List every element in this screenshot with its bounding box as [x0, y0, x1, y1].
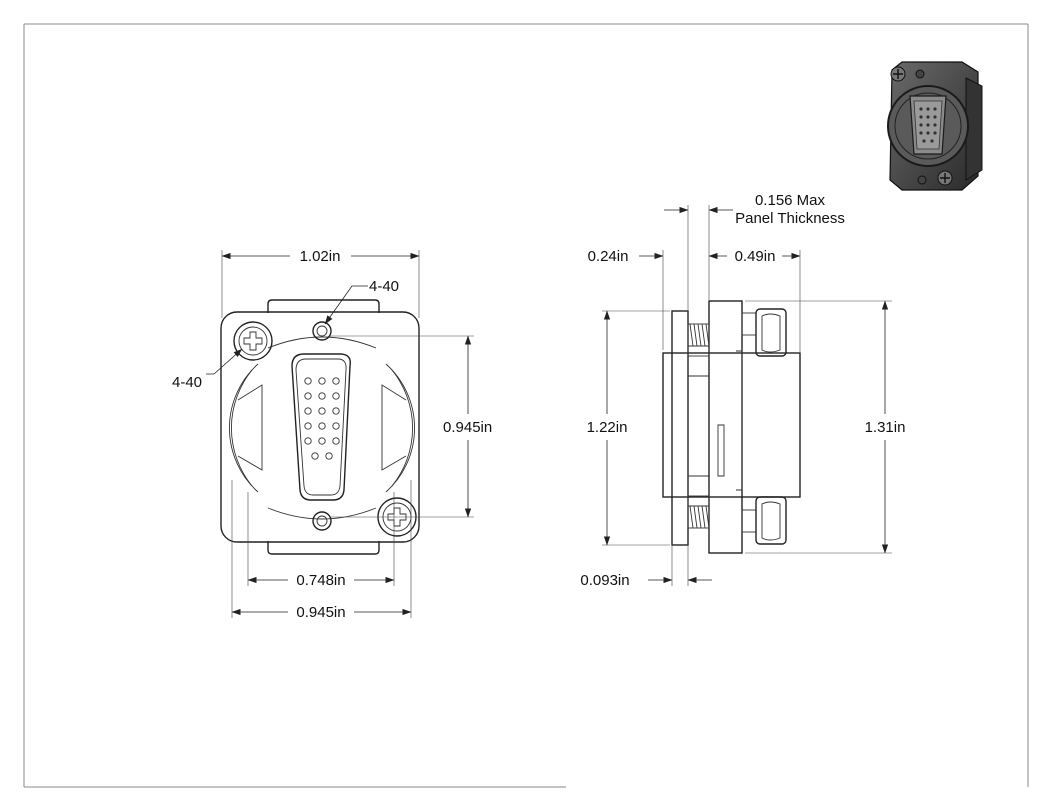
db15-connector-3d-render-icon	[887, 61, 983, 191]
dim-depth-front: 0.24in	[588, 248, 629, 265]
dim-height-flange: 1.22in	[587, 419, 628, 436]
side-rear-housing	[708, 300, 743, 554]
dim-depth-rear: 0.49in	[735, 248, 776, 265]
screw-label-left: 4-40	[172, 374, 202, 391]
dim-width-bottom: 0.945in	[296, 604, 345, 621]
dim-hole-spacing: 0.945in	[443, 419, 492, 436]
standoff-bottom	[741, 496, 787, 545]
panel-note-line1: 0.156 Max	[755, 192, 826, 209]
dim-height-total: 1.31in	[865, 419, 906, 436]
front-flange	[220, 311, 420, 543]
threaded-screw-icon	[687, 323, 710, 357]
front-view	[206, 250, 474, 618]
dsub-pins	[304, 377, 340, 460]
screw-label-top: 4-40	[369, 278, 399, 295]
threaded-screw-icon	[687, 495, 710, 529]
screw-icon	[233, 321, 273, 361]
standoff-top	[741, 308, 787, 357]
side-view	[602, 205, 892, 586]
mount-hole-bottom	[312, 511, 332, 531]
side-flange	[671, 310, 689, 546]
panel-note-line2: Panel Thickness	[735, 210, 845, 227]
dim-width-top: 1.02in	[300, 248, 341, 265]
dim-flange-thickness: 0.093in	[580, 572, 629, 589]
mount-hole-top	[312, 321, 332, 341]
side-body	[662, 352, 801, 498]
dsub-shell-outer	[291, 353, 351, 501]
dim-width-inner: 0.748in	[296, 572, 345, 589]
drawing-frame	[23, 23, 1029, 788]
